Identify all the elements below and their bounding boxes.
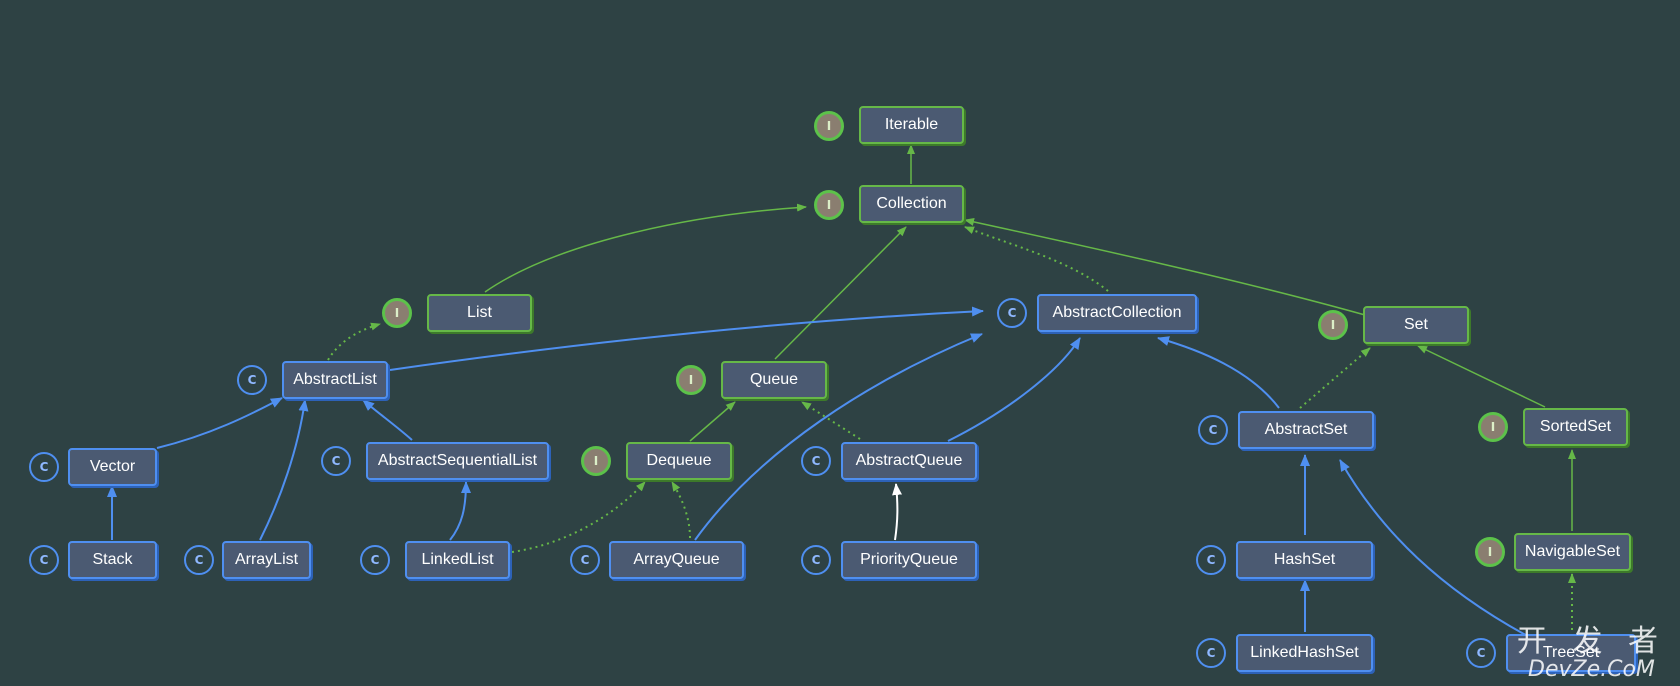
node-priorityqueue[interactable]: PriorityQueue [841, 541, 977, 579]
node-abstractset[interactable]: AbstractSet [1238, 411, 1374, 449]
node-set[interactable]: Set [1363, 306, 1469, 344]
node-vector[interactable]: Vector [68, 448, 157, 486]
node-collection[interactable]: Collection [859, 185, 964, 223]
edge-list-collection [484, 203, 807, 293]
node-arrayqueue[interactable]: ArrayQueue [609, 541, 744, 579]
node-sortedset[interactable]: SortedSet [1523, 408, 1628, 446]
edge-abstractqueue-abstractcollection [947, 337, 1081, 442]
class-badge-priorityqueue: C [801, 545, 831, 575]
edge-dequeue-queue [689, 401, 736, 442]
node-abstractcollection[interactable]: AbstractCollection [1037, 294, 1197, 332]
node-dequeue[interactable]: Dequeue [626, 442, 732, 480]
edge-abstractset-set [1299, 347, 1371, 409]
edge-sortedset-set [1417, 345, 1546, 408]
node-abstractqueue[interactable]: AbstractQueue [841, 442, 977, 480]
edge-abstractcollection-collection [964, 226, 1109, 292]
node-abstractlist[interactable]: AbstractList [282, 361, 388, 399]
node-linkedhashset[interactable]: LinkedHashSet [1236, 634, 1373, 672]
class-badge-abstractsequentiallist: C [321, 446, 351, 476]
node-arraylist[interactable]: ArrayList [222, 541, 311, 579]
interface-badge-navigableset: I [1475, 537, 1505, 567]
interface-badge-list: I [382, 298, 412, 328]
edge-abstractlist-abstractcollection [389, 306, 984, 371]
edge-treeset-abstractset [1339, 459, 1536, 641]
node-list[interactable]: List [427, 294, 532, 332]
class-badge-treeset: C [1466, 638, 1496, 668]
node-navigableset[interactable]: NavigableSet [1514, 533, 1631, 571]
edge-arraylist-abstractlist [259, 399, 309, 541]
edge-abstractset-abstractcollection [1157, 336, 1280, 409]
class-badge-linkedlist: C [360, 545, 390, 575]
edge-queue-collection [774, 226, 907, 360]
edge-priorityqueue-abstractqueue [892, 483, 903, 541]
class-badge-abstractcollection: C [997, 298, 1027, 328]
class-badge-abstractset: C [1198, 415, 1228, 445]
class-badge-abstractqueue: C [801, 446, 831, 476]
interface-badge-set: I [1318, 310, 1348, 340]
interface-badge-collection: I [814, 190, 844, 220]
edge-abstractsequentiallist-abstractlist [362, 399, 413, 441]
edge-abstractlist-list [327, 322, 381, 361]
edge-set-collection [964, 218, 1366, 316]
class-badge-arraylist: C [184, 545, 214, 575]
class-badge-arrayqueue: C [570, 545, 600, 575]
node-hashset[interactable]: HashSet [1236, 541, 1373, 579]
edge-arrayqueue-dequeue [671, 481, 691, 539]
node-queue[interactable]: Queue [721, 361, 827, 399]
interface-badge-dequeue: I [581, 446, 611, 476]
node-stack[interactable]: Stack [68, 541, 157, 579]
class-badge-linkedhashset: C [1196, 638, 1226, 668]
class-badge-hashset: C [1196, 545, 1226, 575]
edge-arrayqueue-abstractcollection [694, 333, 983, 541]
edge-vector-abstractlist [156, 397, 283, 449]
class-badge-stack: C [29, 545, 59, 575]
class-badge-abstractlist: C [237, 365, 267, 395]
node-treeset[interactable]: TreeSet [1506, 634, 1636, 672]
interface-badge-iterable: I [814, 111, 844, 141]
edge-linkedlist-abstractsequentiallist [449, 481, 471, 541]
node-abstractsequentiallist[interactable]: AbstractSequentialList [366, 442, 549, 480]
class-badge-vector: C [29, 452, 59, 482]
node-linkedlist[interactable]: LinkedList [405, 541, 510, 579]
edge-abstractqueue-queue [801, 401, 861, 440]
interface-badge-sortedset: I [1478, 412, 1508, 442]
node-iterable[interactable]: Iterable [859, 106, 964, 144]
interface-badge-queue: I [676, 365, 706, 395]
